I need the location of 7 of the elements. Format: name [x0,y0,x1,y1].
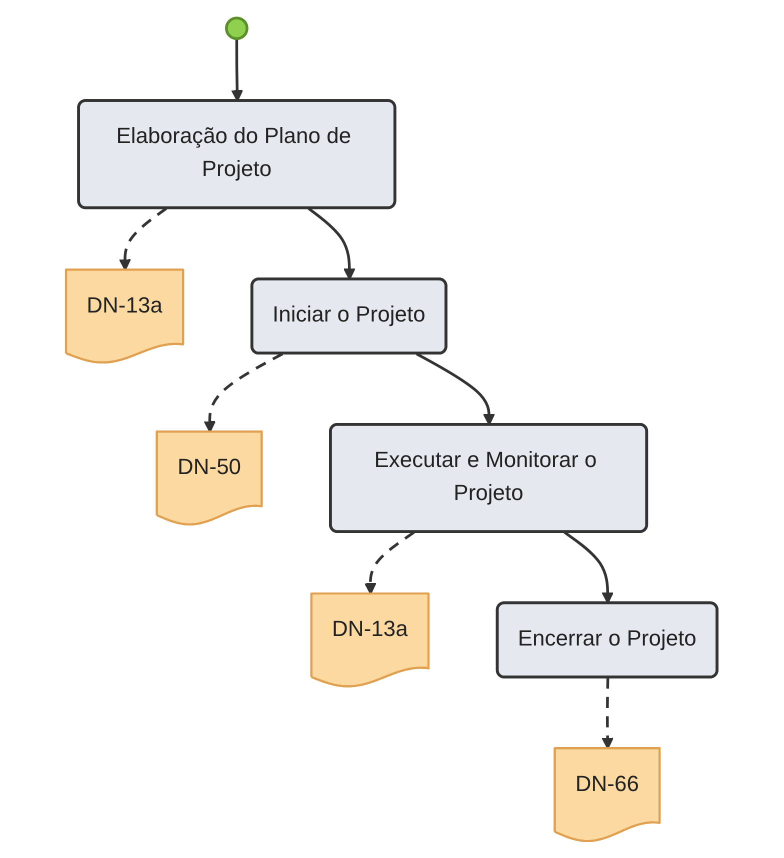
arrow [602,677,614,749]
arrow [119,206,168,270]
node-circle [226,16,249,40]
arrow [232,38,244,102]
arrow [204,352,284,432]
arrow [564,530,614,604]
flowchart: Elaboração do Plano de Projeto DN-13a Iniciar o Projeto DN-50 Executar e Monitorar o Projeto DN-13a Encerrar o Projeto DN-66 [55,6,729,852]
